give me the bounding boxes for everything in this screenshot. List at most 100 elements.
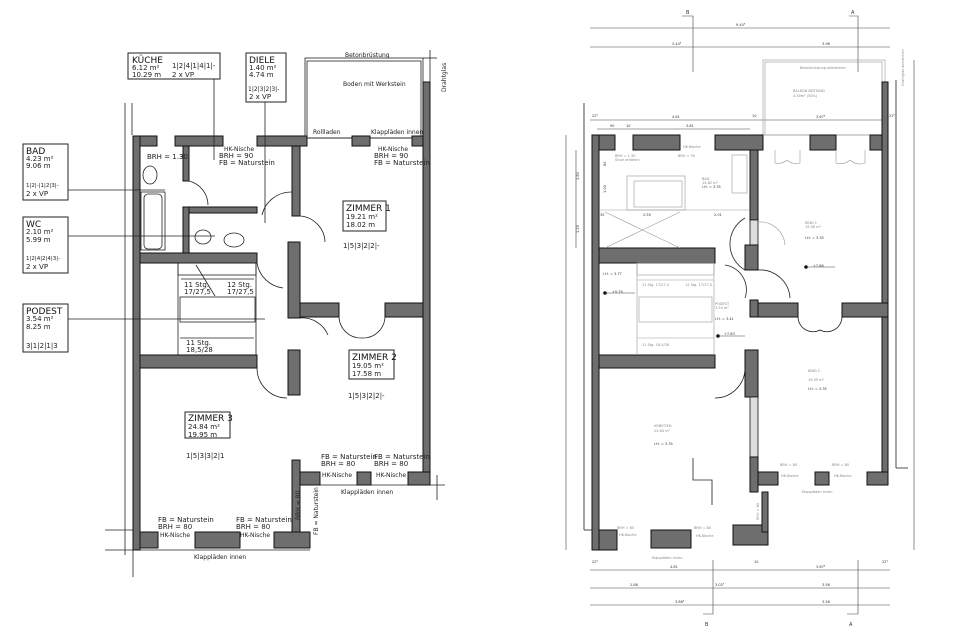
svg-text:4.81: 4.81 (672, 115, 680, 119)
svg-text:3.81: 3.81 (686, 124, 694, 128)
svg-text:HK-Nische: HK-Nische (322, 472, 352, 479)
svg-text:3|1|2|1|3: 3|1|2|1|3 (26, 342, 58, 350)
svg-text:19.21 m²: 19.21 m² (346, 213, 378, 221)
svg-text:HK-Nische: HK-Nische (619, 533, 637, 537)
svg-text:1.20: 1.20 (576, 225, 580, 233)
svg-text:I.H. = 3.35: I.H. = 3.35 (805, 236, 824, 240)
svg-text:I.H. = 3.35: I.H. = 3.35 (654, 442, 673, 446)
svg-text:HK-Nische: HK-Nische (160, 532, 190, 539)
svg-text:BRH = 90: BRH = 90 (678, 154, 695, 158)
svg-text:DIELE: DIELE (249, 56, 275, 66)
svg-text:3.67⁵: 3.67⁵ (816, 565, 826, 569)
svg-text:10.29 m: 10.29 m (132, 71, 161, 79)
svg-text:HK-Nische: HK-Nische (224, 146, 254, 153)
svg-text:1|5|3|2|2|-: 1|5|3|2|2|- (348, 392, 385, 400)
room-label-zimmer3: ZIMMER 3 24.84 m² 19.95 m 1|5|3|3|2|1 (184, 411, 233, 460)
svg-text:PODEST: PODEST (26, 307, 63, 317)
svg-text:HK-Nische: HK-Nische (781, 474, 799, 478)
svg-text:18.02 m: 18.02 m (346, 221, 375, 229)
svg-text:BRH = 90: BRH = 90 (219, 152, 253, 160)
svg-text:3.67⁵: 3.67⁵ (816, 115, 826, 119)
svg-text:Klappläden innen: Klappläden innen (371, 129, 423, 136)
svg-text:+7.88: +7.88 (813, 264, 824, 268)
svg-text:BAD: BAD (702, 177, 710, 181)
svg-text:4.30m² (50%): 4.30m² (50%) (793, 94, 818, 98)
room-label-diele: DIELE 1.40 m² 4.74 m 1|2|3|2|3|- 2 x VP (245, 52, 287, 103)
room-label-podest: PODEST 3.54 m² 8.25 m 3|1|2|1|3 (22, 303, 69, 353)
svg-text:PODEST: PODEST (715, 302, 730, 306)
doors (188, 180, 386, 399)
svg-text:ZIMMER 2: ZIMMER 2 (352, 353, 397, 363)
svg-text:BRH = 80: BRH = 80 (617, 526, 634, 530)
svg-text:ARBEITEN: ARBEITEN (654, 424, 672, 428)
svg-text:24.84 m²: 24.84 m² (188, 423, 220, 431)
svg-text:30: 30 (600, 213, 604, 217)
svg-text:Klappläden innen: Klappläden innen (341, 489, 393, 496)
svg-text:4.81: 4.81 (670, 565, 678, 569)
svg-text:1.00: 1.00 (603, 185, 607, 193)
svg-text:Boden mit Werkstein: Boden mit Werkstein (343, 81, 406, 88)
svg-text:FB = Naturstein: FB = Naturstein (313, 487, 320, 535)
svg-text:10: 10 (626, 124, 630, 128)
svg-text:FB = Naturstein: FB = Naturstein (158, 516, 214, 524)
svg-text:BRH = 1.30: BRH = 1.30 (615, 154, 635, 158)
svg-text:BRH = 80: BRH = 80 (694, 526, 711, 530)
svg-text:FB = Naturstein: FB = Naturstein (374, 453, 430, 461)
svg-text:8.25 m: 8.25 m (26, 323, 51, 331)
svg-text:2.10 m²: 2.10 m² (26, 228, 54, 236)
svg-text:2.01: 2.01 (714, 213, 722, 217)
svg-text:+5.79: +5.79 (612, 290, 623, 294)
svg-text:3.02⁵: 3.02⁵ (715, 583, 725, 587)
svg-text:+7.63: +7.63 (724, 332, 735, 336)
svg-text:FB = Naturstein: FB = Naturstein (374, 159, 430, 167)
svg-text:HK-Nische: HK-Nische (696, 534, 714, 538)
staircase (177, 262, 257, 355)
svg-text:5.99 m: 5.99 m (26, 236, 51, 244)
left-floor-plan: KÜCHE 6.12 m² 10.29 m 1|2|4|1|4|1|- 2 x … (22, 50, 448, 577)
plan-annotations: Betonbrüstung Boden mit Werkstein Drahtg… (147, 52, 448, 561)
svg-text:Rollladen: Rollladen (313, 129, 341, 136)
svg-text:90: 90 (610, 124, 614, 128)
svg-text:KIND 2: KIND 2 (808, 369, 820, 373)
svg-text:BRH = 80: BRH = 80 (321, 460, 355, 468)
room-label-zimmer2: ZIMMER 2 19.05 m² 17.58 m 1|5|3|2|2|- (348, 349, 397, 400)
svg-text:1|5|3|2|2|-: 1|5|3|2|2|- (343, 242, 380, 250)
level-markers (603, 265, 835, 338)
svg-text:I.H. = 3.77: I.H. = 3.77 (603, 272, 622, 276)
svg-text:FB = Naturstein: FB = Naturstein (219, 159, 275, 167)
svg-text:Klappläden innen: Klappläden innen (652, 556, 682, 560)
svg-text:19.05 m²: 19.05 m² (352, 362, 384, 370)
svg-text:12 Stg.: 12 Stg. (227, 281, 252, 289)
fixtures (140, 165, 245, 251)
svg-text:BRH = 80: BRH = 80 (756, 503, 760, 520)
room-label-wc: WC 2.10 m² 5.99 m 1|2|4|2|4|3|- 2 x VP (22, 216, 69, 274)
svg-text:22⁵: 22⁵ (592, 114, 598, 118)
washbasin-icon (142, 165, 158, 185)
svg-text:Drahtglas: Drahtglas (441, 63, 448, 92)
svg-text:11 Stg. 18,5/28: 11 Stg. 18,5/28 (642, 343, 669, 347)
svg-text:BRH = 80: BRH = 80 (158, 523, 192, 531)
svg-text:WC: WC (26, 220, 41, 230)
bathtub-icon (143, 193, 163, 250)
doors (599, 150, 866, 399)
svg-text:BRH = 90: BRH = 90 (374, 152, 408, 160)
svg-text:I.H. = 3.35: I.H. = 3.35 (702, 185, 721, 189)
svg-text:3.86⁵: 3.86⁵ (675, 600, 685, 604)
svg-text:BRH = 80: BRH = 80 (832, 463, 849, 467)
svg-text:2 x VP: 2 x VP (26, 263, 48, 271)
svg-text:1|2|4|2|4|3|-: 1|2|4|2|4|3|- (26, 256, 60, 262)
svg-text:24.84 m²: 24.84 m² (654, 429, 671, 433)
svg-text:B: B (705, 622, 709, 628)
room-label-kueche: KÜCHE 6.12 m² 10.29 m 1|2|4|1|4|1|- 2 x … (127, 52, 221, 80)
svg-text:BRH = 80: BRH = 80 (295, 491, 302, 520)
svg-text:3.54 m²: 3.54 m² (715, 306, 729, 310)
svg-text:BRH = 1.30: BRH = 1.30 (147, 153, 188, 161)
svg-text:6.12 m²: 6.12 m² (132, 64, 160, 72)
svg-text:3.44⁵: 3.44⁵ (672, 42, 682, 46)
svg-text:ZIMMER 1: ZIMMER 1 (346, 204, 391, 214)
svg-text:19.05 m²: 19.05 m² (808, 378, 825, 382)
svg-text:22⁵: 22⁵ (882, 560, 888, 564)
svg-text:11 Stg.: 11 Stg. (186, 339, 211, 347)
svg-text:12 Stg. 17/27,5: 12 Stg. 17/27,5 (685, 283, 712, 287)
leader-lines (68, 78, 266, 320)
